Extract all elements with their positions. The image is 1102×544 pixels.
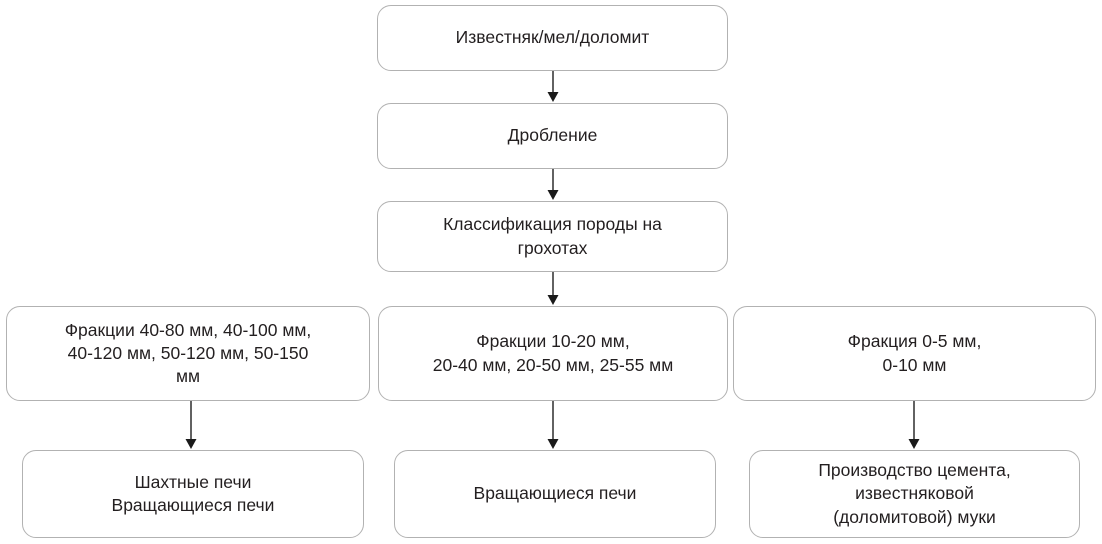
connector-fraction-large-to-shaft-rotary-kilns	[183, 401, 199, 450]
connector-fraction-medium-to-rotary-kilns	[545, 401, 561, 450]
node-raw-material[interactable]: Известняк/мел/доломит	[377, 5, 728, 71]
node-output-shaft-rotary-kilns[interactable]: Шахтные печи Вращающиеся печи	[22, 450, 364, 538]
node-output-rotary-kilns[interactable]: Вращающиеся печи	[394, 450, 716, 538]
node-output-cement-flour-label: Производство цемента, известняковой (дол…	[818, 460, 1011, 527]
node-fraction-medium-label: Фракции 10-20 мм, 20-40 мм, 20-50 мм, 25…	[432, 331, 674, 375]
node-fraction-small-label: Фракция 0-5 мм, 0-10 мм	[847, 331, 982, 375]
node-output-shaft-rotary-kilns-label: Шахтные печи Вращающиеся печи	[111, 471, 275, 515]
connector-raw-material-to-crushing	[545, 71, 561, 103]
connector-crushing-to-classification	[545, 169, 561, 201]
connector-classification-to-fraction-medium	[545, 272, 561, 306]
node-fraction-small[interactable]: Фракция 0-5 мм, 0-10 мм	[733, 306, 1096, 401]
node-output-cement-flour[interactable]: Производство цемента, известняковой (дол…	[749, 450, 1080, 538]
node-crushing-label: Дробление	[507, 125, 598, 146]
node-fraction-large[interactable]: Фракции 40-80 мм, 40-100 мм, 40-120 мм, …	[6, 306, 370, 401]
connector-fraction-small-to-cement-flour	[906, 401, 922, 450]
node-classification-label: Классификация породы на грохотах	[443, 214, 662, 258]
node-fraction-large-label: Фракции 40-80 мм, 40-100 мм, 40-120 мм, …	[64, 319, 312, 387]
node-output-rotary-kilns-label: Вращающиеся печи	[473, 483, 637, 504]
node-crushing[interactable]: Дробление	[377, 103, 728, 169]
node-classification[interactable]: Классификация породы на грохотах	[377, 201, 728, 272]
node-fraction-medium[interactable]: Фракции 10-20 мм, 20-40 мм, 20-50 мм, 25…	[378, 306, 728, 401]
node-raw-material-label: Известняк/мел/доломит	[455, 27, 650, 48]
